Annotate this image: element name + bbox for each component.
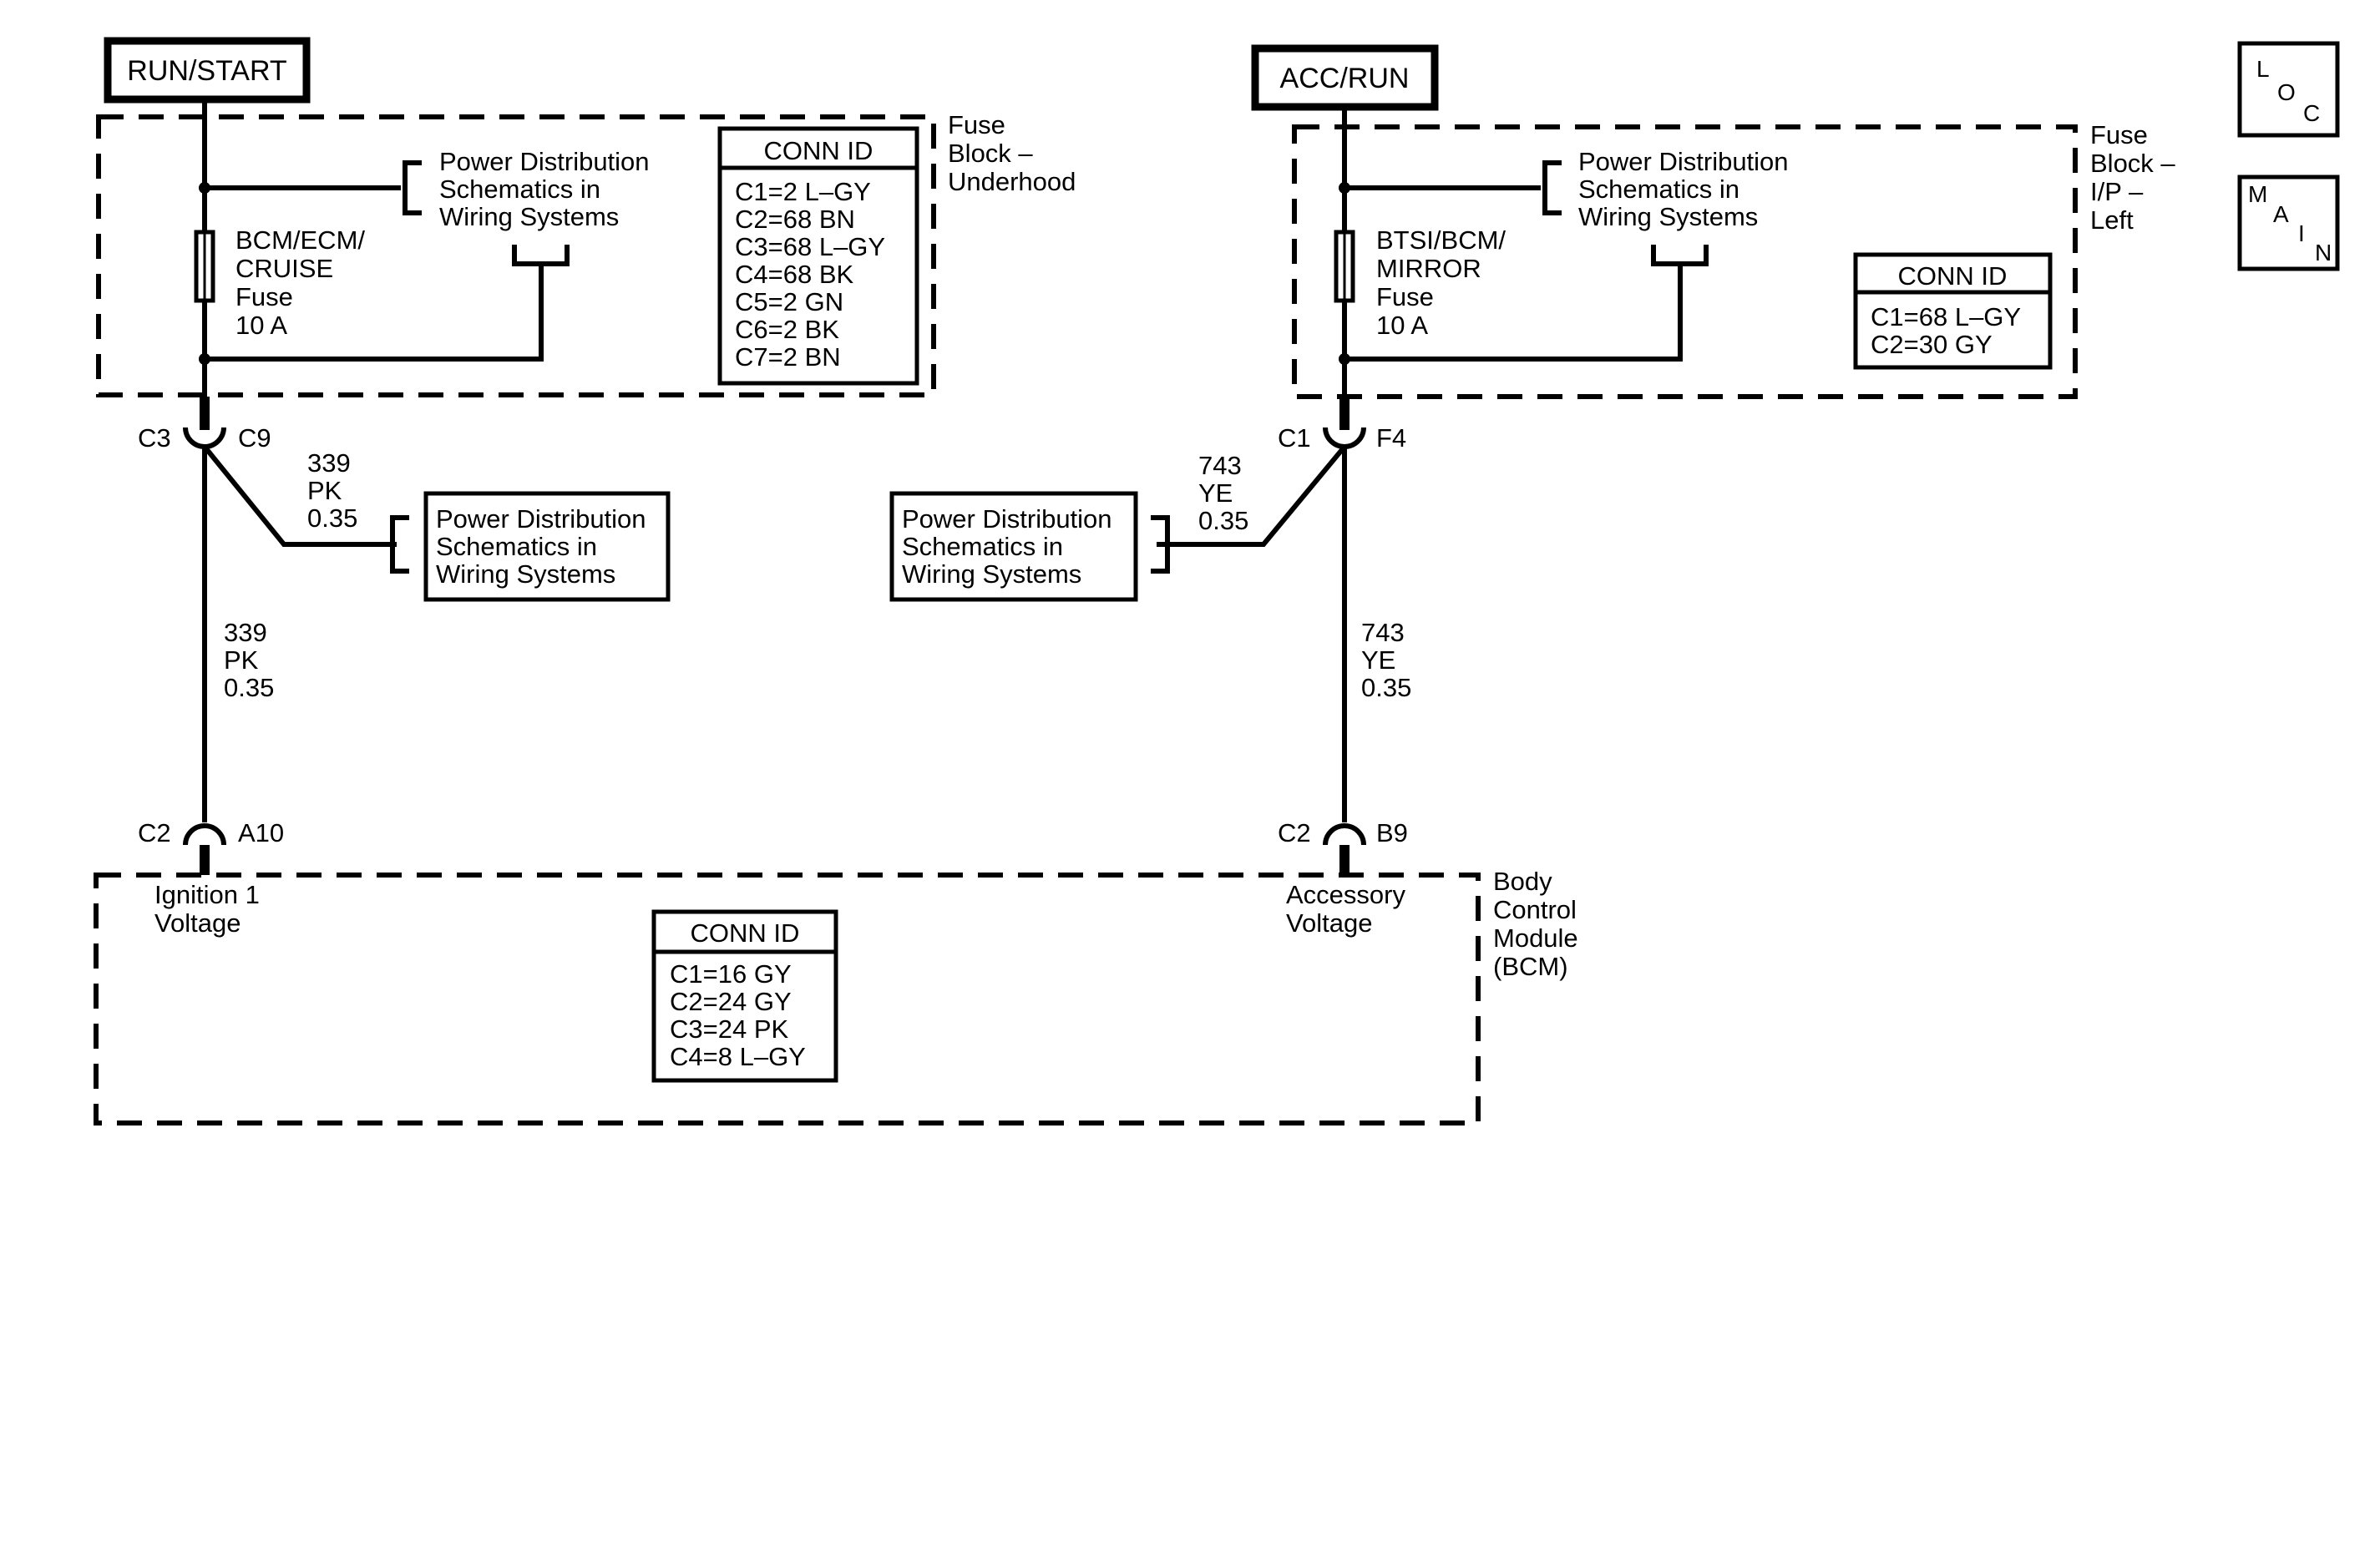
bcm-title: Body Control Module (BCM)	[1493, 867, 1585, 981]
svg-text:C2=24 GY: C2=24 GY	[670, 987, 792, 1016]
connector-id: C2	[138, 818, 171, 847]
ip-left-conn-id-table: CONN ID C1=68 L–GY C2=30 GY	[1853, 252, 2053, 370]
connector-pin: B9	[1376, 818, 1408, 847]
power-distribution-ref-box[interactable]: Power Distribution Schematics in Wiring …	[423, 491, 671, 602]
connector-pin: C9	[238, 423, 271, 453]
fuse-block-ip-left-outline	[1292, 124, 2078, 399]
main-letter: M	[2248, 181, 2267, 207]
bcm-input-label: Accessory Voltage	[1286, 880, 1413, 938]
connector-pin: A10	[238, 818, 284, 847]
loc-button[interactable]: L O C	[2237, 41, 2340, 138]
wire-label: 339 PK 0.35	[307, 448, 357, 533]
main-button[interactable]: M A I N	[2237, 175, 2340, 271]
svg-text:C2=68 BN: C2=68 BN	[735, 205, 855, 234]
svg-text:C1=68 L–GY: C1=68 L–GY	[1871, 302, 2021, 331]
connector-pin: F4	[1376, 423, 1406, 453]
run-start-label: RUN/START	[104, 37, 311, 104]
svg-text:C7=2 BN: C7=2 BN	[735, 342, 841, 372]
svg-text:CONN ID: CONN ID	[691, 918, 800, 948]
svg-text:Power Distribution Schem: Power Distribution Schematics in Wiring …	[902, 504, 1119, 589]
svg-text:CONN ID: CONN ID	[1898, 261, 2008, 291]
svg-text:C6=2 BK: C6=2 BK	[735, 315, 839, 344]
wire-743-ye-branch	[1157, 445, 1347, 547]
svg-text:Power Distribution Schem: Power Distribution Schematics in Wiring …	[436, 504, 653, 589]
bcm-outline	[94, 873, 1481, 1126]
wire-label: 743 YE 0.35	[1198, 451, 1248, 535]
underhood-fuse-label: BCM/ECM/ CRUISE Fuse 10 A	[235, 225, 372, 340]
fuse-block-underhood-outline	[96, 114, 936, 397]
connector-c2-b9	[1323, 823, 1366, 846]
connector-id: C1	[1278, 423, 1311, 453]
loc-letter: C	[2303, 100, 2320, 126]
main-letter: N	[2315, 240, 2332, 266]
connector-c3-c9	[183, 427, 226, 449]
wire-label: 339 PK 0.35	[224, 618, 274, 702]
svg-text:C1=2 L–GY: C1=2 L–GY	[735, 177, 871, 206]
connector-id: C2	[1278, 818, 1311, 847]
svg-text:C3=24 PK: C3=24 PK	[670, 1014, 789, 1044]
fuse-block-underhood-title: Fuse Block – Underhood	[948, 110, 1076, 196]
power-distribution-ref[interactable]: Power Distribution Schematics in Wiring …	[439, 147, 656, 231]
power-distribution-ref-box[interactable]: Power Distribution Schematics in Wiring …	[889, 491, 1138, 602]
svg-text:CONN ID: CONN ID	[764, 136, 874, 165]
svg-text:C4=8 L–GY: C4=8 L–GY	[670, 1042, 806, 1071]
connector-c2-a10	[183, 823, 226, 846]
fuse-block-ip-left-title: Fuse Block – I/P – Left	[2090, 120, 2182, 235]
loc-letter: O	[2277, 79, 2296, 105]
underhood-conn-id-table: CONN ID C1=2 L–GY C2=68 BN C3=68 L–GY C4…	[717, 126, 919, 386]
main-letter: I	[2298, 220, 2305, 246]
svg-text:C3=68 L–GY: C3=68 L–GY	[735, 232, 885, 261]
acc-run-label: ACC/RUN	[1251, 44, 1439, 111]
svg-text:C1=16 GY: C1=16 GY	[670, 959, 792, 989]
svg-text:C5=2 GN: C5=2 GN	[735, 287, 843, 316]
loc-letter: L	[2256, 56, 2270, 82]
bcm-input-label: Ignition 1 Voltage	[154, 880, 266, 938]
svg-text:RUN/START: RUN/START	[127, 55, 286, 87]
bcm-conn-id-table: CONN ID C1=16 GY C2=24 GY C3=24 PK C4=8 …	[651, 909, 838, 1083]
svg-text:ACC/RUN: ACC/RUN	[1280, 63, 1410, 94]
wire-label: 743 YE 0.35	[1361, 618, 1411, 702]
connector-c1-f4	[1323, 427, 1366, 449]
svg-text:C4=68 BK: C4=68 BK	[735, 260, 854, 289]
main-letter: A	[2273, 201, 2289, 227]
wire-339-pk-branch	[202, 445, 397, 547]
svg-text:C2=30 GY: C2=30 GY	[1871, 330, 1993, 359]
connector-id: C3	[138, 423, 171, 453]
power-distribution-ref[interactable]: Power Distribution Schematics in Wiring …	[1578, 147, 1795, 231]
ip-left-fuse-label: BTSI/BCM/ MIRROR Fuse 10 A	[1376, 225, 1513, 340]
